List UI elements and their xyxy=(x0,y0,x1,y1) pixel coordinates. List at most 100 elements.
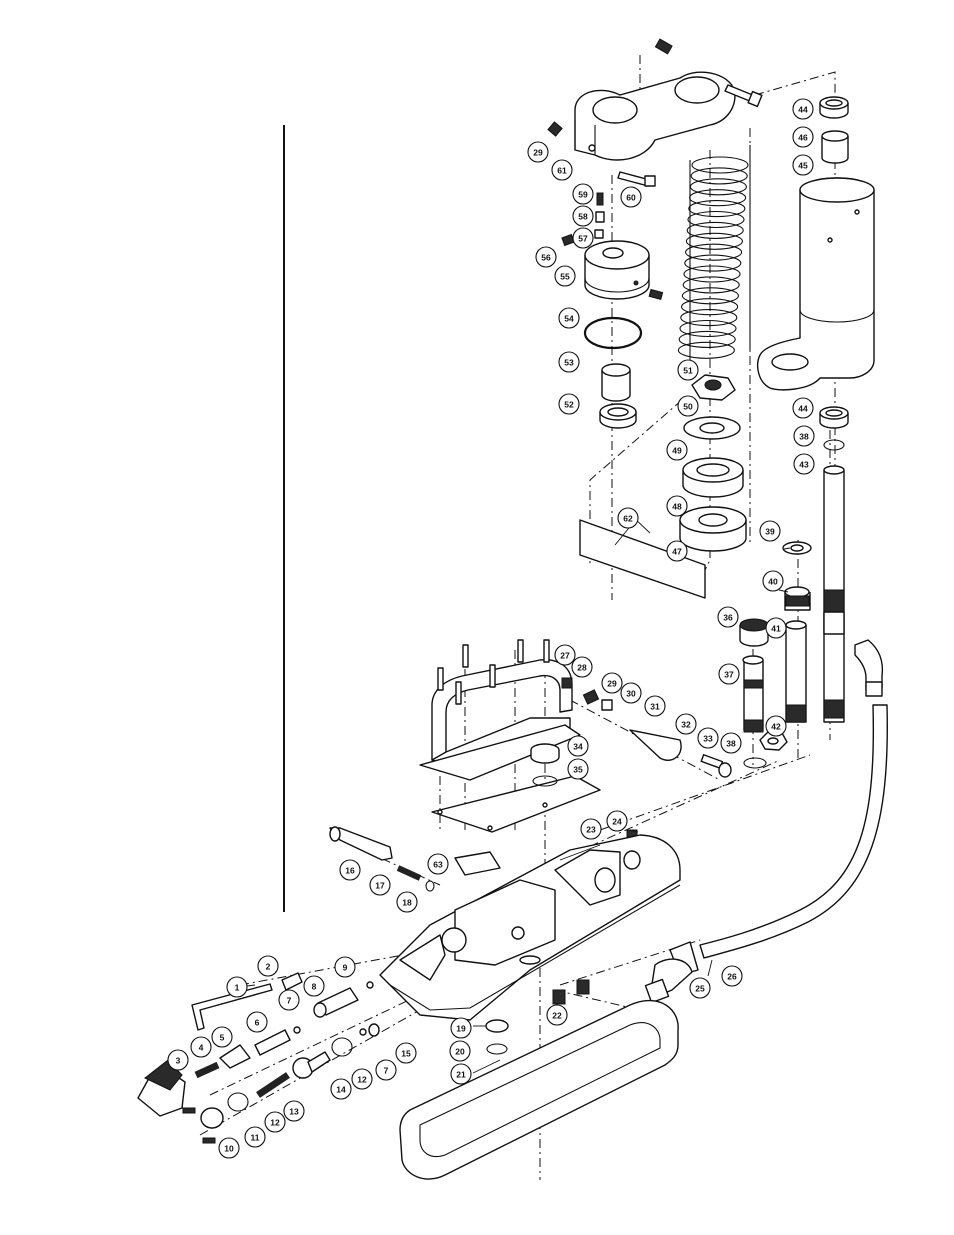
callout-number: 48 xyxy=(672,502,682,512)
spring-coil xyxy=(678,342,734,358)
callout-c39: 39 xyxy=(760,521,780,541)
callout-number: 32 xyxy=(681,720,691,730)
callout-c31: 31 xyxy=(645,696,665,716)
clip-18 xyxy=(426,881,434,891)
callout-c6: 6 xyxy=(247,1012,267,1032)
callout-c55: 55 xyxy=(555,266,575,286)
callout-c51: 51 xyxy=(678,360,698,380)
callout-number: 11 xyxy=(251,1133,260,1143)
callout-c1: 1 xyxy=(227,977,247,997)
washer-39 xyxy=(783,542,811,554)
screw-29-mid xyxy=(583,690,598,704)
washer-49 xyxy=(684,417,740,439)
callout-c22: 22 xyxy=(547,1005,567,1025)
callout-c38a: 38 xyxy=(794,426,814,446)
callout-c63: 63 xyxy=(428,854,448,874)
base-body-23 xyxy=(380,835,680,1020)
pin-2 xyxy=(282,973,302,990)
callout-c29a: 29 xyxy=(528,142,548,162)
plunger-6 xyxy=(255,1030,290,1055)
callout-c17: 17 xyxy=(370,875,390,895)
callout-c62: 62 xyxy=(618,508,638,528)
callout-number: 12 xyxy=(357,1075,367,1085)
callout-number: 41 xyxy=(771,624,781,634)
screw-clamp-lower xyxy=(618,172,655,186)
callout-c59: 59 xyxy=(573,184,593,204)
callout-number: 58 xyxy=(578,212,588,222)
set-screw-29-top xyxy=(548,122,562,136)
cylinder-45 xyxy=(758,178,874,390)
callout-c36: 36 xyxy=(718,607,738,627)
callout-number: 16 xyxy=(345,866,355,876)
callout-number: 19 xyxy=(456,1024,466,1034)
callout-number: 40 xyxy=(768,577,778,587)
callout-number: 9 xyxy=(343,963,348,973)
callout-number: 62 xyxy=(623,514,633,524)
callout-number: 49 xyxy=(672,446,682,456)
callout-number: 63 xyxy=(433,860,443,870)
callout-number: 33 xyxy=(703,734,713,744)
callout-number: 30 xyxy=(626,689,636,699)
callout-c52: 52 xyxy=(559,394,579,414)
callout-number: 42 xyxy=(771,722,781,732)
callout-number: 61 xyxy=(557,166,567,176)
callout-number: 15 xyxy=(401,1049,411,1059)
collar-44-top xyxy=(820,97,848,118)
bushing-46 xyxy=(822,131,848,163)
callout-c29b: 29 xyxy=(602,673,622,693)
callout-number: 38 xyxy=(799,432,809,442)
part-58 xyxy=(596,212,604,222)
callout-c25: 25 xyxy=(690,978,710,998)
callout-number: 24 xyxy=(612,817,622,827)
callout-number: 44 xyxy=(798,105,808,115)
callout-number: 12 xyxy=(270,1118,280,1128)
o-ring-38-lower xyxy=(744,758,766,768)
callout-c14: 14 xyxy=(331,1079,351,1099)
callout-number: 28 xyxy=(577,663,587,673)
callout-c21: 21 xyxy=(451,1064,471,1084)
callout-number: 47 xyxy=(672,547,682,557)
callout-number: 56 xyxy=(541,253,551,263)
callout-number: 5 xyxy=(220,1033,225,1043)
cam-32 xyxy=(630,730,681,760)
screw-top xyxy=(655,39,672,54)
callout-number: 36 xyxy=(723,613,733,623)
seal-52 xyxy=(600,404,636,428)
callout-c48: 48 xyxy=(667,496,687,516)
callout-number: 14 xyxy=(336,1085,346,1095)
callout-number: 38 xyxy=(726,739,736,749)
spring-13 xyxy=(258,1075,288,1095)
callout-number: 3 xyxy=(176,1056,181,1066)
callout-number: 7 xyxy=(384,1066,389,1076)
callout-number: 29 xyxy=(607,679,617,689)
callout-c57: 57 xyxy=(573,228,593,248)
callout-number: 6 xyxy=(255,1018,260,1028)
callout-c26: 26 xyxy=(722,966,742,986)
callout-number: 44 xyxy=(798,404,808,414)
callout-c40: 40 xyxy=(763,571,783,591)
seal-15 xyxy=(369,1024,379,1036)
callout-number: 51 xyxy=(683,366,693,376)
callout-number: 21 xyxy=(456,1070,466,1080)
callout-number: 39 xyxy=(765,527,775,537)
callout-c7a: 7 xyxy=(279,990,299,1010)
callout-number: 13 xyxy=(289,1107,299,1117)
callout-c23: 23 xyxy=(581,819,601,839)
knob-36 xyxy=(740,619,768,646)
part-30 xyxy=(602,700,612,710)
clamp-61 xyxy=(575,72,735,160)
collar-44-lower xyxy=(820,407,848,428)
bolt-33 xyxy=(701,755,731,777)
callout-number: 50 xyxy=(683,402,693,412)
callout-number: 7 xyxy=(287,996,292,1006)
callout-c41: 41 xyxy=(766,618,786,638)
elbow-25 xyxy=(645,942,698,1003)
callout-number: 17 xyxy=(375,881,385,891)
callout-number: 27 xyxy=(560,651,570,661)
callout-c3: 3 xyxy=(168,1050,188,1070)
callout-c34: 34 xyxy=(568,736,588,756)
fittings-22 xyxy=(553,980,589,1004)
nut-50 xyxy=(692,375,735,400)
ring-12 xyxy=(228,1038,352,1111)
callout-number: 1 xyxy=(235,983,240,993)
